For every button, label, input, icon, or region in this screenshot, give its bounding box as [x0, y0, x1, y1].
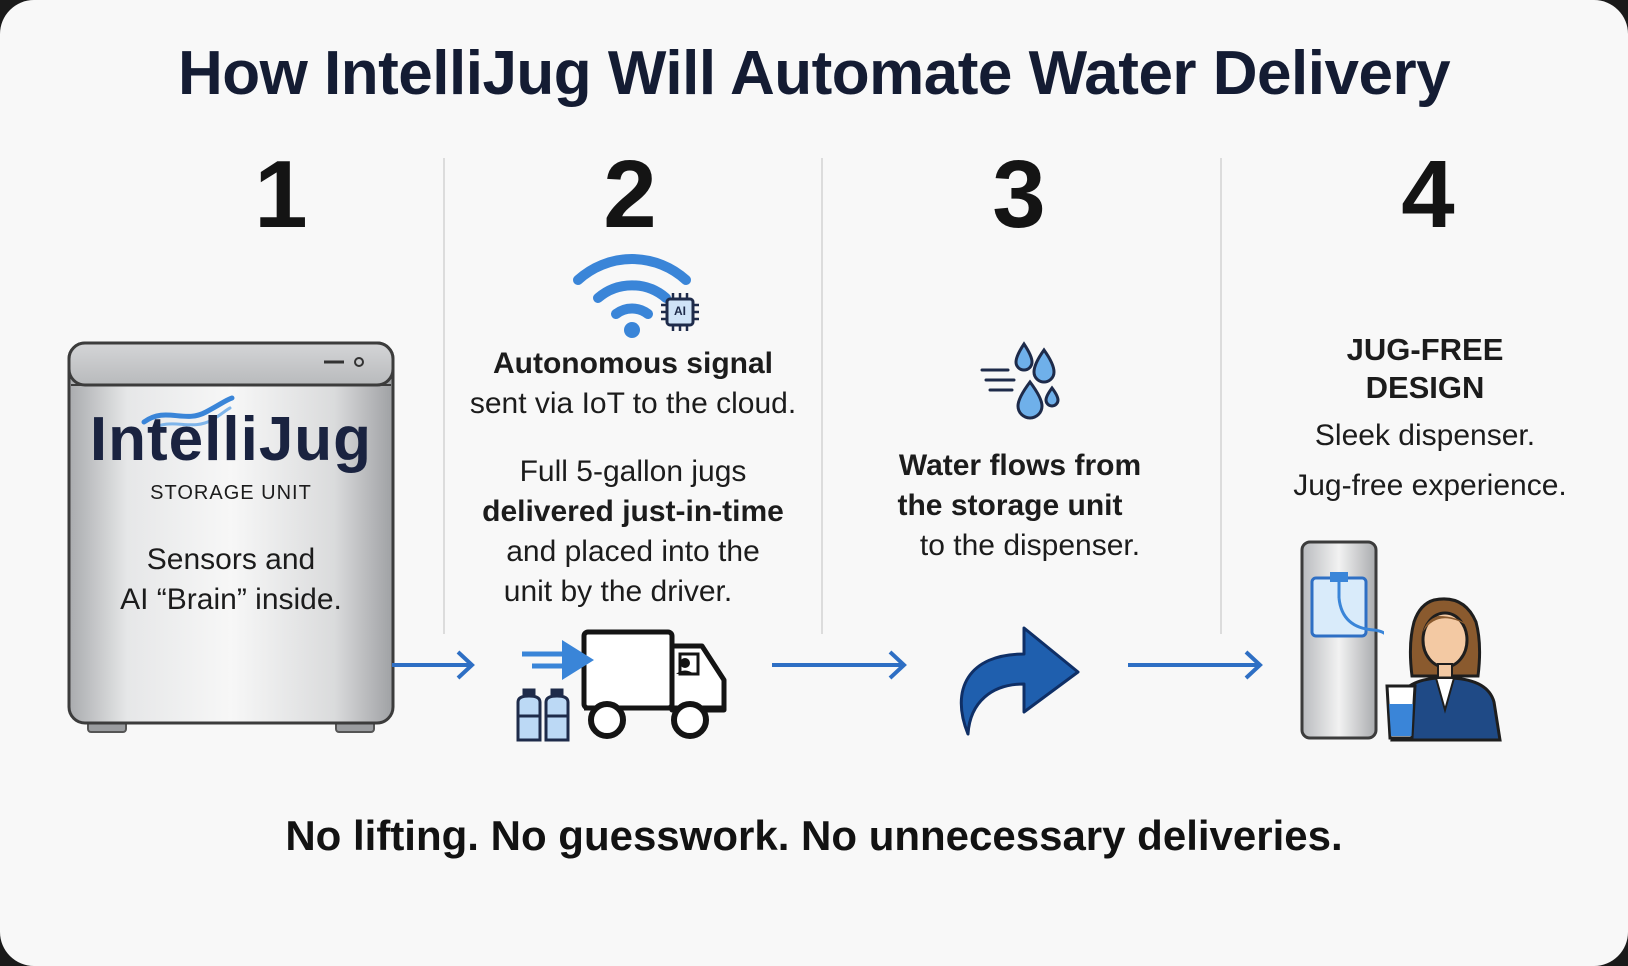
step-2-line3: delivered just-in-time [482, 495, 784, 528]
column-divider [821, 158, 823, 634]
column-divider [1220, 158, 1222, 634]
step-2-line5: unit by the driver. [503, 575, 733, 608]
water-glass-icon [1385, 684, 1417, 740]
ai-chip-icon: AI [660, 292, 700, 332]
step-4-line1: Sleek dispenser. [1314, 419, 1536, 452]
arrow-right-icon [392, 650, 475, 680]
step-2-number: 2 [603, 141, 657, 248]
arrow-right-icon [1128, 650, 1263, 680]
brand-logo: IntelliJug [89, 405, 373, 474]
water-dispenser-icon [1300, 540, 1384, 740]
ai-chip-label: AI [674, 304, 686, 318]
step-3-line1: to the dispenser. [919, 529, 1141, 562]
wifi-icon [573, 254, 691, 338]
curved-arrow-icon [959, 626, 1080, 736]
step-4-line2: Jug-free experience. [1293, 469, 1567, 502]
storage-unit: IntelliJug STORAGE UNIT Sensors and AI “… [66, 340, 396, 740]
step-4-heading1: JUG-FREE [1346, 332, 1504, 367]
delivery-truck-icon [522, 629, 727, 739]
water-drops-icon [980, 341, 1060, 420]
sensors-text-line2: AI “Brain” inside. [120, 583, 342, 616]
step-2-line2: Full 5-gallon jugs [519, 455, 747, 488]
arrow-right-icon [772, 650, 907, 680]
step-3-heading1: Water flows from [898, 449, 1142, 482]
step-3-number: 3 [992, 141, 1046, 248]
step-4-heading2: DESIGN [1365, 370, 1485, 405]
sensors-text-line1: Sensors and [146, 543, 316, 576]
step-2-line4: and placed into the [506, 535, 760, 568]
step-4-number: 4 [1401, 141, 1455, 248]
column-divider [443, 158, 445, 634]
step-2-heading: Autonomous signal [493, 347, 773, 380]
storage-unit-label: STORAGE UNIT [150, 482, 312, 504]
step-2-line1: sent via IoT to the cloud. [469, 387, 797, 420]
tagline: No lifting. No guesswork. No unnecessary… [285, 812, 1343, 859]
step-1-number: 1 [254, 141, 308, 248]
step-3-heading2: the storage unit [897, 489, 1123, 522]
woman-avatar-icon [1390, 597, 1502, 742]
page-title: How IntelliJug Will Automate Water Deliv… [177, 39, 1451, 108]
water-jug-icon [516, 688, 570, 742]
